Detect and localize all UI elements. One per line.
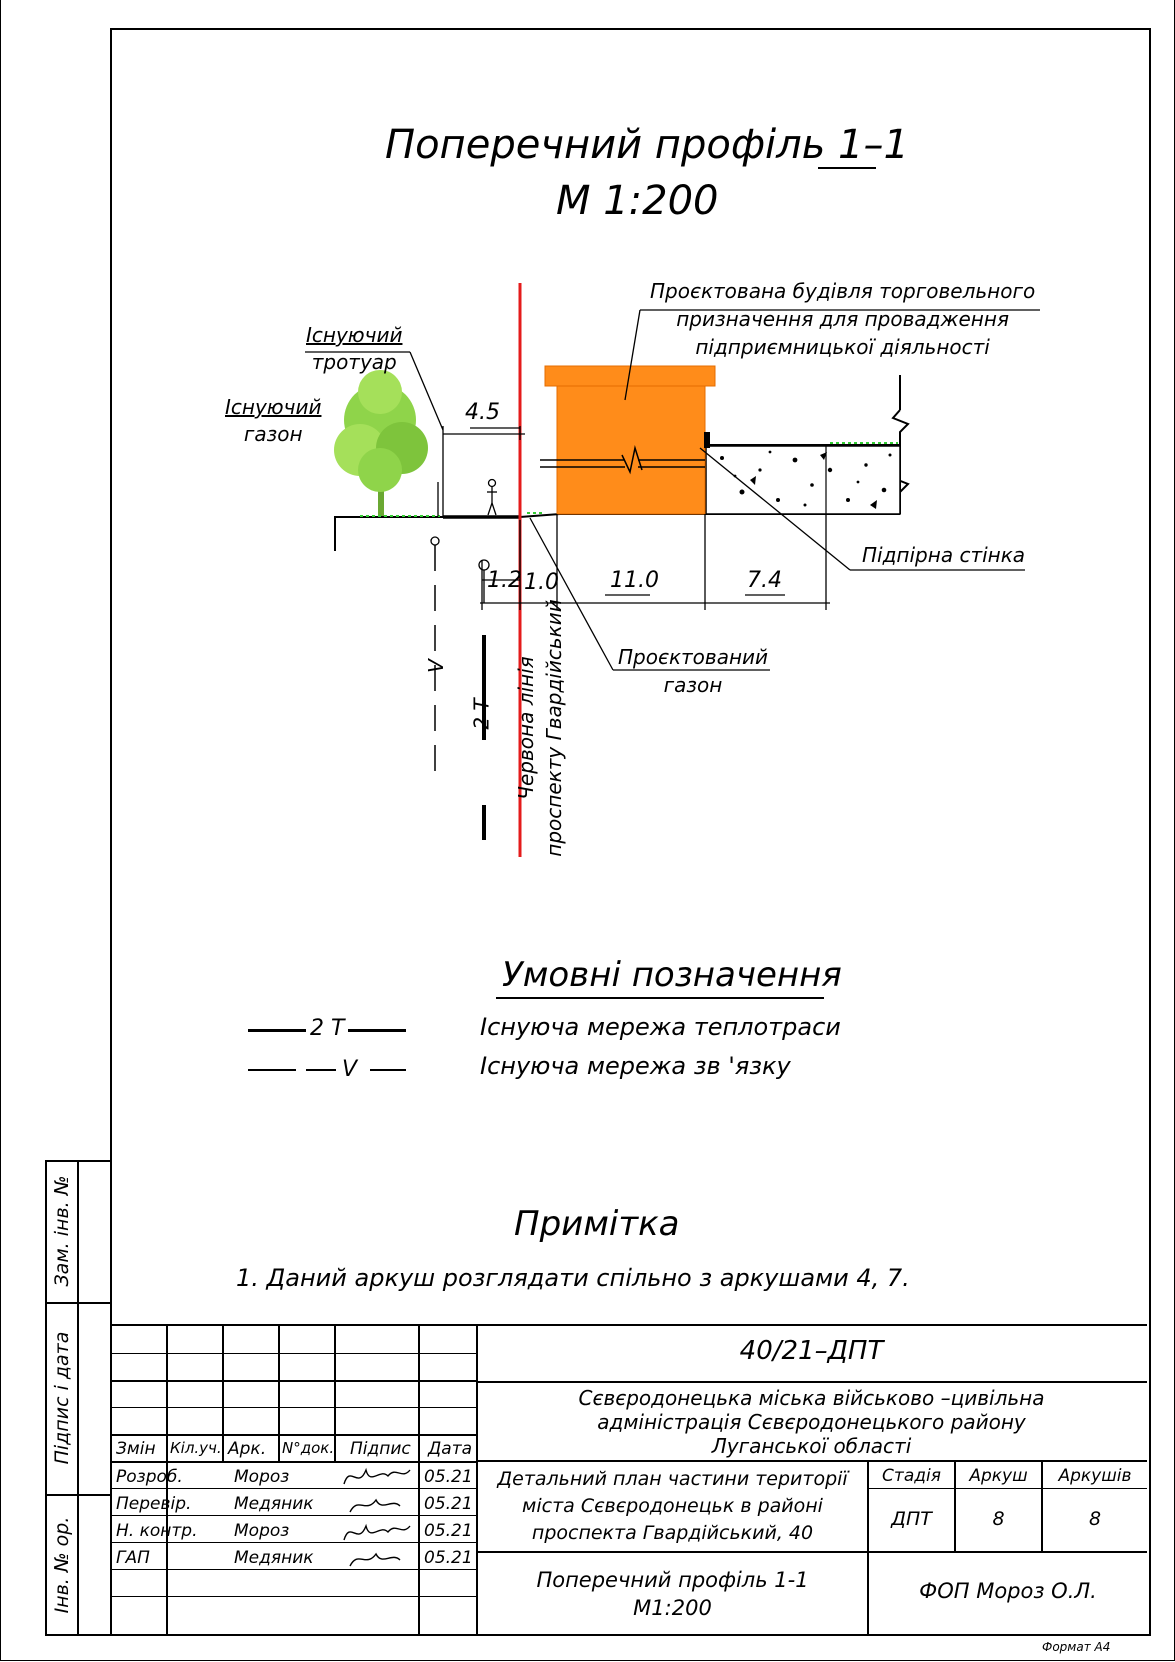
side-stamp-replaced: Зам. інв. № [51, 1175, 73, 1287]
legend-comm-text: Існуюча мережа зв 'язку [480, 1052, 791, 1080]
dimension-3: 11.0 [610, 568, 659, 593]
dimension-4: 7.4 [747, 568, 782, 593]
project-line: проспекта Гвардійський, 40 [531, 1522, 814, 1544]
drawing-title: Поперечний профіль 1–1 [385, 122, 909, 168]
project-line: міста Сєвєродонецьк в районі [522, 1495, 823, 1517]
legend-title: Умовні позначення [502, 955, 842, 995]
pedestrian-icon [487, 478, 497, 516]
label-line: Існуючий [306, 323, 403, 347]
leader-lines [305, 309, 1040, 671]
dimension-lines [442, 426, 830, 610]
label-line: призначення для провадження [676, 307, 1009, 331]
org-line: Луганської області [711, 1434, 912, 1458]
stage-value: ДПТ [891, 1508, 932, 1530]
stamp-header-sheet: Арк. [228, 1439, 267, 1459]
note-item: 1. Даний аркуш розглядати спільно з арку… [236, 1264, 910, 1292]
sheets-value: 8 [1088, 1508, 1102, 1530]
stage-header: Стадія [882, 1466, 941, 1486]
title-underline [818, 167, 876, 169]
sheet-title-line: Поперечний профіль 1-1 [536, 1568, 809, 1592]
drawing-frame [110, 28, 1151, 1636]
stamp-company: ФОП Мороз О.Л. [919, 1579, 1097, 1603]
legend-comm-symbol: V [248, 1055, 408, 1085]
row-name: Мороз [234, 1521, 290, 1541]
org-line: Сєвєродонецька міська військово –цивільн… [578, 1386, 1045, 1410]
sheets-header: Аркушів [1058, 1466, 1132, 1486]
sheet-value: 8 [992, 1508, 1005, 1530]
label-line: Проєктована будівля торговельного [650, 279, 1036, 303]
label-line: проспекту Гвардійський [542, 599, 566, 857]
label-line: Проєктований [618, 645, 769, 669]
grass-marks [360, 442, 898, 517]
label-line: газон [663, 673, 723, 697]
row-role: ГАП [116, 1548, 150, 1568]
dimension-2: 1.0 [524, 570, 559, 595]
legend-heat-text: Існуюча мережа теплотраси [480, 1013, 841, 1041]
row-name: Мороз [234, 1467, 290, 1487]
legend-heat-tag: 2 Т [310, 1016, 345, 1041]
row-role: Розроб. [116, 1467, 183, 1487]
retaining-wall-fill [705, 445, 901, 515]
title-block: Змін Кіл.уч. Арк. N°док. Підпис Дата Роз… [110, 1324, 1147, 1634]
stamp-header-change: Змін [116, 1439, 156, 1459]
org-line: адміністрація Сєвєродонецького району [597, 1410, 1026, 1434]
stamp-header-signature: Підпис [350, 1439, 411, 1459]
designed-lawn-label: Проєктований газон [618, 643, 768, 699]
retaining-wall-label: Підпірна стінка [862, 543, 1026, 567]
side-stamp-sign-date: Підпис і дата [51, 1331, 73, 1465]
row-date: 05.21 [424, 1548, 473, 1568]
utility-lines [430, 536, 490, 840]
label-line: підприємницької діяльності [695, 335, 990, 359]
row-name: Медяник [234, 1548, 314, 1568]
drawing-title-text: Поперечний профіль 1–1 [385, 122, 909, 168]
side-stamp-inv: Інв. № ор. [51, 1516, 73, 1614]
label-line: Червона лінія [514, 656, 538, 800]
stamp-project: Детальний план частини території міста С… [478, 1466, 867, 1547]
format-label: Формат А4 [1042, 1640, 1111, 1654]
drawing-scale: М 1:200 [556, 178, 719, 224]
row-date: 05.21 [424, 1521, 473, 1541]
note-title: Примітка [514, 1204, 680, 1244]
cross-section-drawing [305, 283, 1040, 857]
row-role: Перевір. [116, 1494, 192, 1514]
row-date: 05.21 [424, 1467, 473, 1487]
project-line: Детальний план частини території [497, 1468, 848, 1490]
side-stamp: Зам. інв. № Підпис і дата Інв. № ор. [45, 1160, 112, 1636]
designed-building [540, 365, 716, 515]
sheet-header: Аркуш [969, 1466, 1028, 1486]
label-line: Існуючий [225, 395, 322, 419]
stamp-header-date: Дата [428, 1439, 473, 1459]
heat-line-tag: 2 Т [469, 698, 494, 730]
legend-title-underline [496, 997, 824, 999]
label-line: тротуар [311, 350, 397, 374]
stamp-header-count: Кіл.уч. [170, 1439, 222, 1457]
stamp-header-doc: N°док. [282, 1439, 335, 1457]
stamp-organization: Сєвєродонецька міська військово –цивільн… [476, 1386, 1147, 1458]
existing-sidewalk-label: Існуючий тротуар [306, 322, 402, 376]
row-name: Медяник [234, 1494, 314, 1514]
row-role: Н. контр. [116, 1521, 198, 1541]
title-block-left-edge [110, 1324, 112, 1632]
label-line: газон [243, 422, 303, 446]
soil-hatching [720, 450, 892, 509]
existing-lawn-label: Існуючий газон [225, 394, 321, 448]
dimension-1: 1.2 [487, 568, 522, 593]
row-date: 05.21 [424, 1494, 473, 1514]
stamp-sheet-title: Поперечний профіль 1-1 М1:200 [478, 1566, 867, 1622]
legend-comm-tag: V [342, 1057, 358, 1082]
sheet-title-line: М1:200 [633, 1596, 712, 1620]
tree-icon [334, 370, 428, 516]
signatures [343, 1467, 411, 1567]
stamp-code: 40/21–ДПТ [739, 1336, 884, 1366]
dimension-top: 4.5 [465, 400, 500, 425]
legend-heat-symbol: 2 Т [248, 1016, 408, 1046]
comm-line-tag: V [423, 659, 448, 673]
designed-building-label: Проєктована будівля торговельного призна… [650, 277, 1035, 361]
red-line-label: Червона лінія проспекту Гвардійський [512, 588, 568, 868]
